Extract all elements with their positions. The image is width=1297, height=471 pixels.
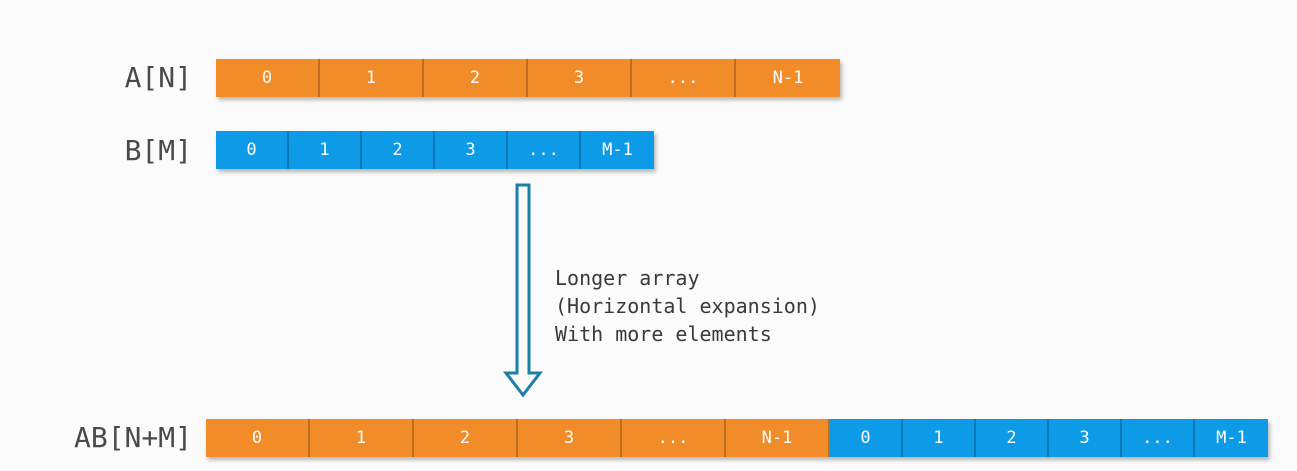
caption-line-1: Longer array xyxy=(555,266,700,290)
array-ab-a-cell-4: ... xyxy=(622,419,726,457)
expansion-caption: Longer array (Horizontal expansion) With… xyxy=(555,264,820,348)
array-ab-b-cell-1: 1 xyxy=(903,419,976,457)
array-ab-b-cell-5: M-1 xyxy=(1195,419,1268,457)
down-arrow-icon xyxy=(502,183,544,398)
array-b-cell-1: 1 xyxy=(289,131,362,169)
array-b-cell-0: 0 xyxy=(216,131,289,169)
array-a-cell-0: 0 xyxy=(216,59,320,97)
array-b-cell-4: ... xyxy=(508,131,581,169)
array-ab-a-cell-3: 3 xyxy=(518,419,622,457)
array-ab-b-cell-2: 2 xyxy=(976,419,1049,457)
array-b-cell-2: 2 xyxy=(362,131,435,169)
array-a-cell-3: 3 xyxy=(528,59,632,97)
array-b-cell-3: 3 xyxy=(435,131,508,169)
array-a-label: A[N] xyxy=(124,61,192,94)
array-ab-a-cell-5: N-1 xyxy=(726,419,830,457)
caption-line-2: (Horizontal expansion) xyxy=(555,294,820,318)
array-a-cell-1: 1 xyxy=(320,59,424,97)
array-a-cell-4: ... xyxy=(632,59,736,97)
array-a-cell-5: N-1 xyxy=(736,59,840,97)
array-a-cell-2: 2 xyxy=(424,59,528,97)
array-ab-a-cell-2: 2 xyxy=(414,419,518,457)
array-b-cell-5: M-1 xyxy=(581,131,654,169)
array-b-label: B[M] xyxy=(124,134,192,167)
array-ab-label: AB[N+M] xyxy=(73,421,192,454)
array-ab-b-cell-3: 3 xyxy=(1049,419,1122,457)
array-ab-b-cell-4: ... xyxy=(1122,419,1195,457)
array-ab-a-cell-0: 0 xyxy=(206,419,310,457)
array-ab-a-cell-1: 1 xyxy=(310,419,414,457)
caption-line-3: With more elements xyxy=(555,322,772,346)
array-ab-b-cell-0: 0 xyxy=(830,419,903,457)
